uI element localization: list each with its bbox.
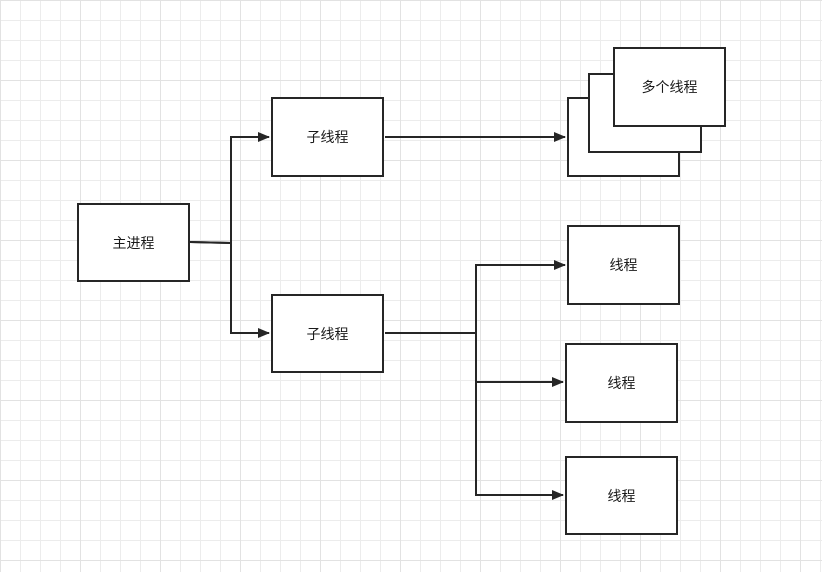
thread-label: 线程 <box>607 488 636 505</box>
thread-label: 线程 <box>607 376 636 392</box>
child-thread-label: 子线程 <box>306 130 349 146</box>
edge-main-to-child-2 <box>189 241 270 338</box>
edge-child-2-to-thread-1 <box>385 260 566 334</box>
thread-node-2: 线程 <box>565 343 678 423</box>
main-process-node: 主进程 <box>77 203 190 282</box>
child-thread-node-1: 子线程 <box>271 97 384 177</box>
thread-node-1: 线程 <box>567 225 680 305</box>
multi-threads-label: 多个线程 <box>641 80 698 96</box>
main-process-label: 主进程 <box>112 235 155 252</box>
edge-child-2-to-thread-3 <box>385 332 564 500</box>
edge-main-to-child-1 <box>189 132 270 245</box>
child-thread-node-2: 子线程 <box>271 294 384 373</box>
multi-threads-node: 多个线程 <box>613 47 726 127</box>
edge-child-2-to-thread-2 <box>385 332 564 387</box>
thread-label: 线程 <box>609 258 638 274</box>
thread-node-3: 线程 <box>565 456 678 535</box>
child-thread-label: 子线程 <box>306 326 349 343</box>
